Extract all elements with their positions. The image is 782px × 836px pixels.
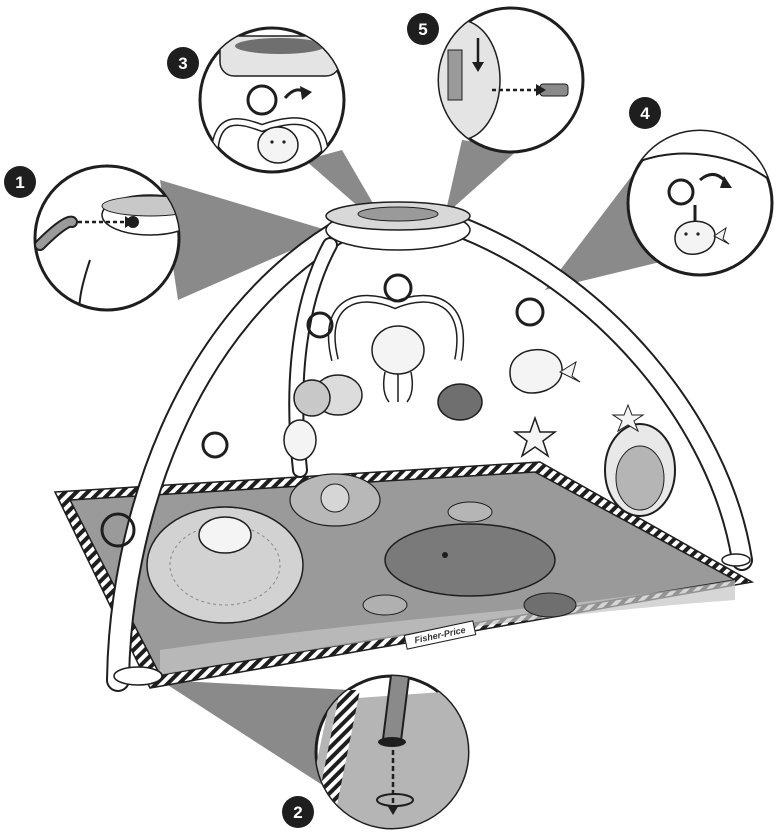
- striped-fish-toy: [438, 384, 482, 420]
- link-ring-crab: [203, 433, 227, 457]
- step-marker-5: 5: [407, 13, 439, 45]
- step-marker-1: 1: [4, 166, 36, 198]
- step-number-3: 3: [178, 54, 187, 73]
- mat-fish-decor: [448, 502, 492, 522]
- mirror-toy-glass: [616, 446, 664, 510]
- leg-foot-right: [722, 554, 750, 566]
- step-number-4: 4: [640, 104, 650, 123]
- detail-step-3: [200, 28, 344, 172]
- step-number-1: 1: [15, 173, 24, 192]
- jellyfish-tentacles: [384, 372, 413, 402]
- whale-toy: [510, 350, 562, 393]
- rattle-ball-toy: [294, 380, 330, 416]
- link-ring-right: [517, 299, 543, 325]
- step-marker-4: 4: [629, 97, 661, 129]
- detail-4-whale: [675, 221, 715, 254]
- music-hub: [326, 202, 470, 250]
- step-number-2: 2: [293, 803, 302, 822]
- whale-tail: [560, 362, 580, 382]
- hub-speaker: [358, 207, 438, 221]
- jellyfish-toy: [372, 326, 424, 374]
- detail-3-jellyfish: [258, 127, 298, 163]
- crab-toy: [199, 517, 251, 553]
- step-number-5: 5: [418, 20, 427, 39]
- leg-foot-left: [114, 667, 162, 685]
- seal-toy: [284, 420, 316, 460]
- detail-step-5: [420, 8, 583, 152]
- detail-step-4: [628, 131, 780, 275]
- link-ring-hub: [385, 275, 411, 301]
- mat-whale-eye: [442, 552, 448, 558]
- starfish-teether: [515, 418, 555, 456]
- mat-lion-face: [321, 484, 349, 512]
- link-ring-left: [308, 313, 332, 337]
- step-marker-3: 3: [167, 47, 199, 79]
- step-marker-2: 2: [282, 796, 314, 828]
- mat-whale: [385, 524, 555, 596]
- mat-crab: [524, 593, 576, 617]
- mat-turtle: [363, 595, 407, 615]
